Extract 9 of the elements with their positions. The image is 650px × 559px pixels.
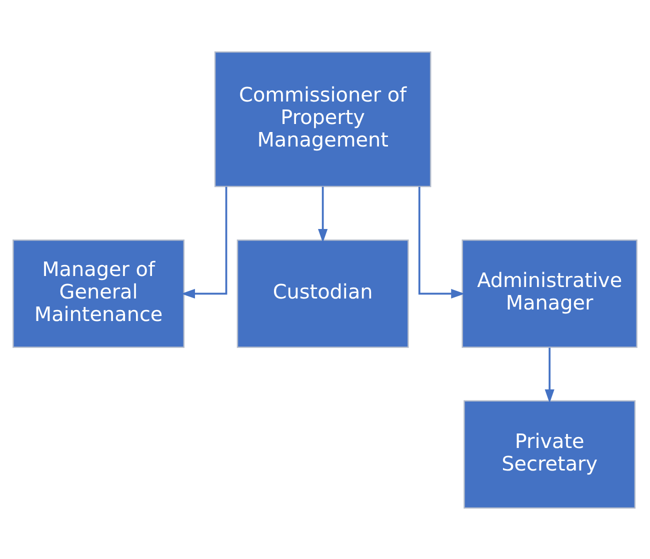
- node-box: Private Secretary: [464, 400, 636, 508]
- node-box: Administrative Manager: [462, 239, 638, 348]
- arrow: [544, 347, 554, 403]
- arrow: [181, 186, 228, 298]
- node-box: Commissioner of Property Management: [214, 50, 432, 187]
- node-box: Custodian: [236, 239, 409, 348]
- node-box: Manager of General Maintenance: [12, 239, 185, 348]
- arrow: [418, 186, 465, 298]
- arrow: [318, 186, 328, 242]
